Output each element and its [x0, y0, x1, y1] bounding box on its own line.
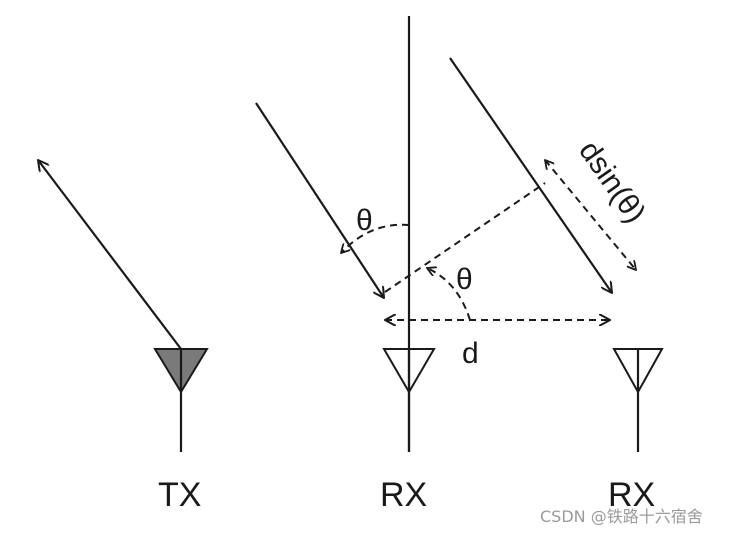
path-difference-label: dsin(θ) [572, 135, 652, 229]
theta-top-label: θ [356, 204, 373, 237]
tx-antenna [153, 348, 209, 452]
rx-right-antenna [612, 348, 664, 452]
watermark: CSDN @铁路十六宿舍 [540, 507, 703, 526]
tx-label: TX [158, 476, 201, 514]
wavefront-dashed-line [384, 182, 546, 293]
distance-d-label: d [462, 337, 479, 370]
rx-left-label: RX [380, 476, 427, 514]
rx-right-label: RX [608, 476, 655, 514]
tx-signal-arrow [38, 160, 182, 350]
incoming-wave-left [255, 102, 384, 298]
theta-top-arc [341, 223, 410, 253]
theta-bottom-arc [427, 268, 471, 321]
theta-bottom-label: θ [456, 263, 473, 296]
